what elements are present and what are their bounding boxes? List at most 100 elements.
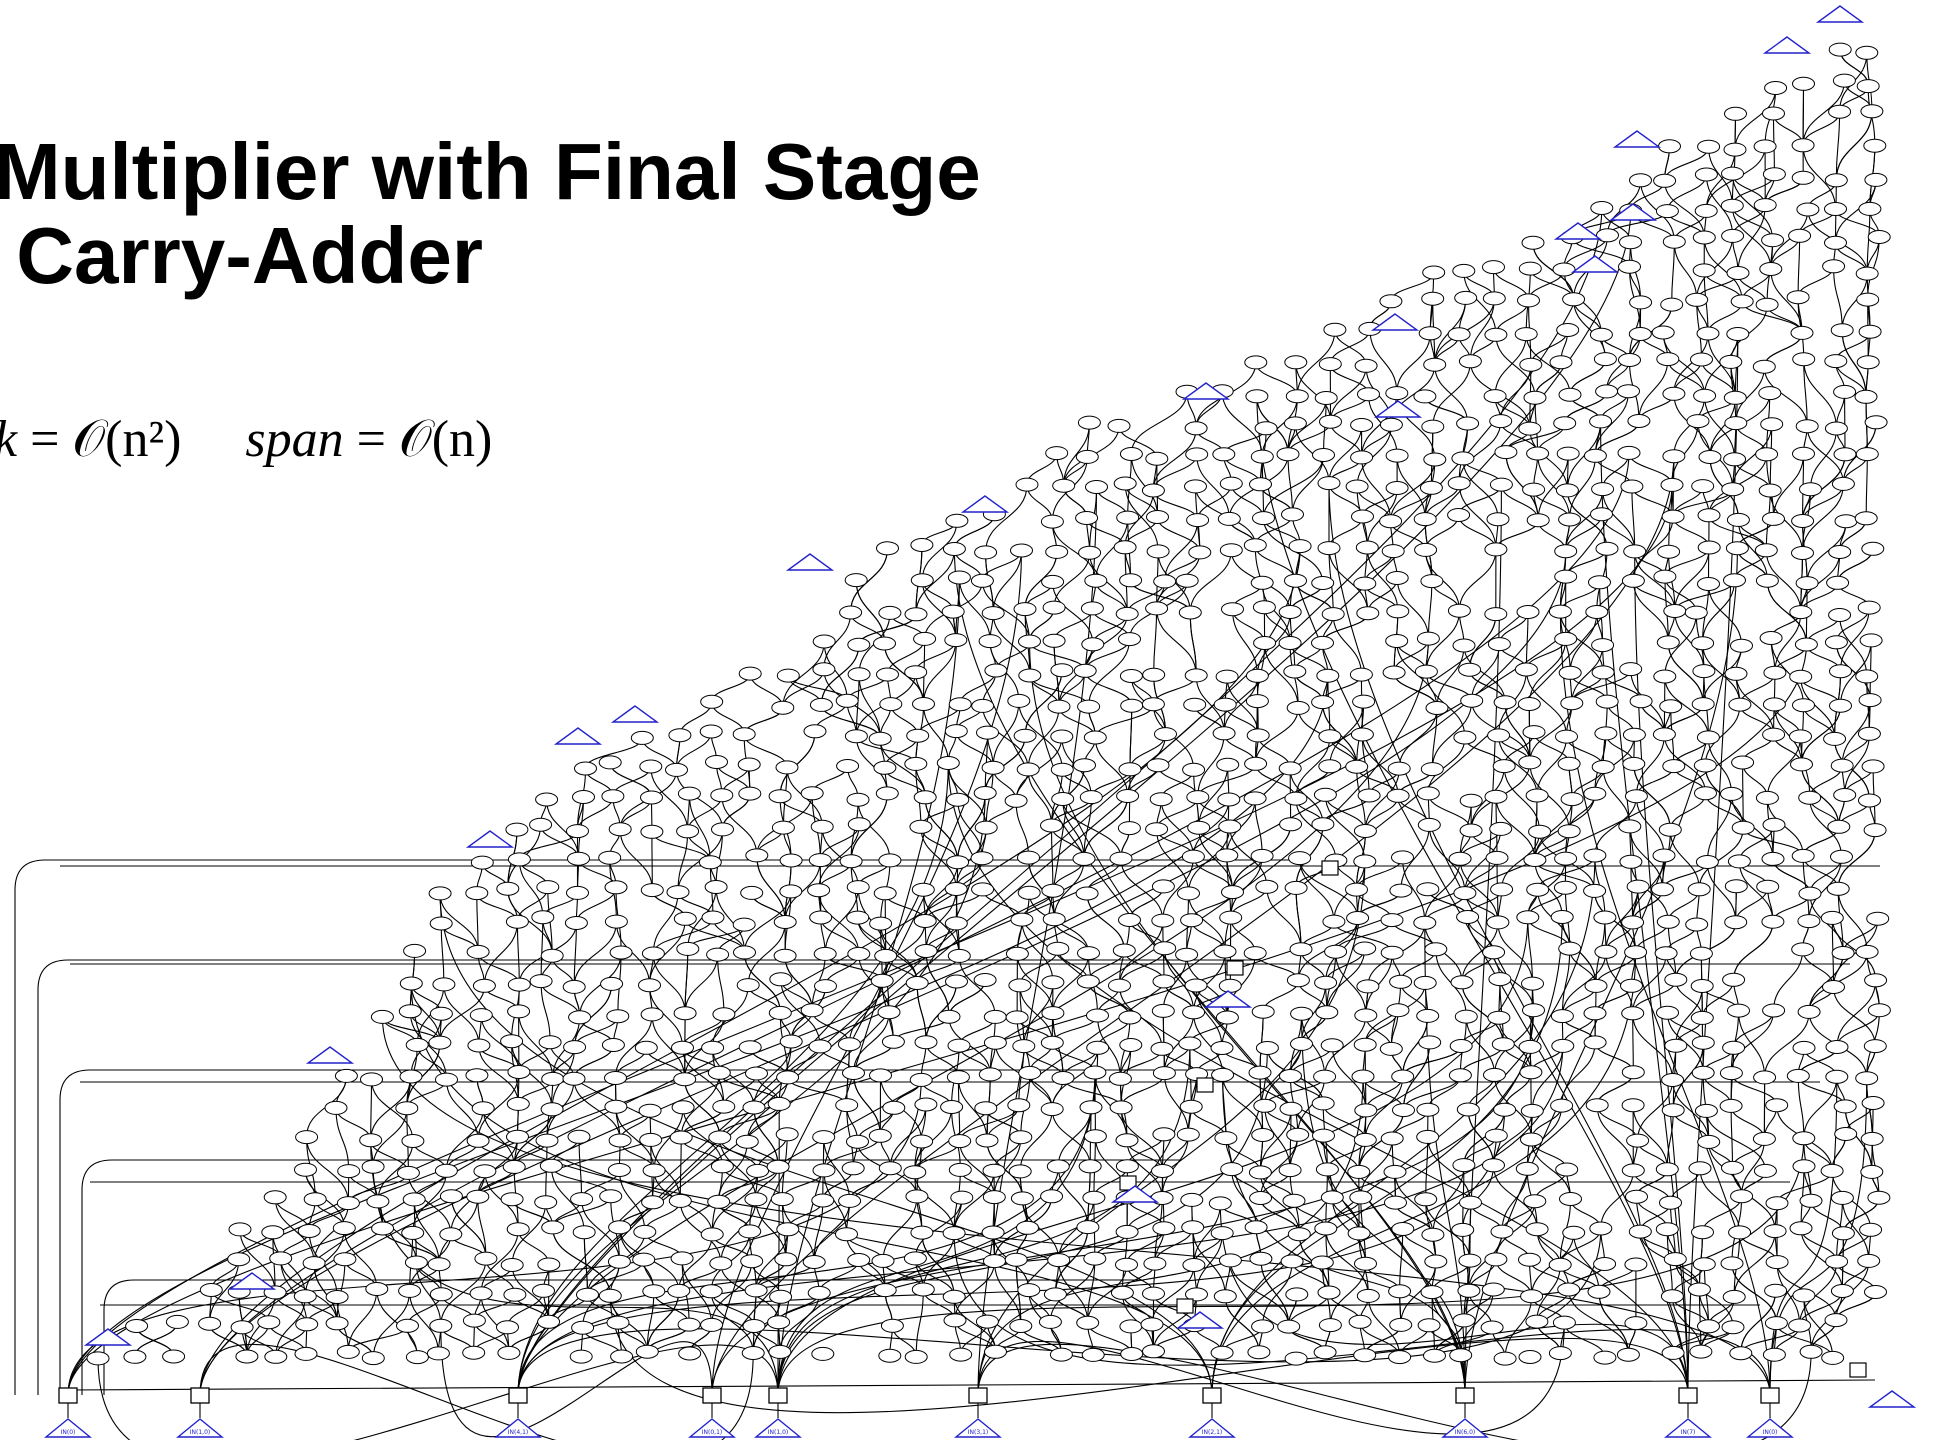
graph-node [701, 695, 723, 708]
graph-node [984, 1010, 1006, 1023]
graph-node [567, 825, 589, 838]
graph-node [1652, 326, 1674, 339]
graph-node [1830, 665, 1852, 678]
graph-node [946, 514, 968, 527]
graph-node [1485, 608, 1507, 621]
graph-node [404, 944, 426, 957]
graph-node [362, 1352, 384, 1365]
graph-node [1659, 140, 1681, 153]
graph-node [1252, 1320, 1274, 1333]
graph-node [1654, 174, 1676, 187]
graph-node [1188, 821, 1210, 834]
graph-node [1829, 105, 1851, 118]
graph-node [1621, 979, 1643, 992]
graph-node [1287, 1128, 1309, 1141]
graph-node [335, 1069, 357, 1082]
graph-node [1449, 852, 1471, 865]
graph-node [601, 977, 623, 990]
graph-node [709, 1131, 731, 1144]
graph-node [803, 1256, 825, 1269]
graph-node [670, 1131, 692, 1144]
graph-node [941, 1101, 963, 1114]
graph-node [1011, 544, 1033, 557]
graph-node [1185, 979, 1207, 992]
graph-node [1563, 293, 1585, 306]
graph-node [542, 1221, 564, 1234]
graph-node [949, 698, 971, 711]
graph-node [801, 787, 823, 800]
graph-node [839, 1194, 861, 1207]
graph-node [1835, 1128, 1857, 1141]
graph-node [1590, 328, 1612, 341]
graph-node [739, 1225, 761, 1238]
graph-node [228, 1253, 250, 1266]
graph-edge [1804, 359, 1837, 428]
graph-node [1557, 447, 1579, 460]
graph-node [1619, 260, 1641, 273]
graph-node [1792, 515, 1814, 528]
graph-node [945, 883, 967, 896]
graph-node [1010, 1131, 1032, 1144]
graph-node [1051, 664, 1073, 677]
graph-node [671, 1252, 693, 1265]
graph-node [1076, 512, 1098, 525]
graph-node [905, 1350, 927, 1363]
graph-node [1559, 388, 1581, 401]
graph-edge [1528, 917, 1533, 983]
graph-node [879, 1349, 901, 1362]
graph-node [1381, 1132, 1403, 1145]
graph-node [1763, 512, 1785, 525]
graph-node [874, 761, 896, 774]
graph-node [1121, 699, 1143, 712]
graph-node [573, 791, 595, 804]
graph-node [1755, 544, 1777, 557]
graph-node [304, 1193, 326, 1206]
graph-node [1285, 1352, 1307, 1365]
graph-node [533, 1284, 555, 1297]
graph-node [1696, 856, 1718, 869]
graph-node [633, 1253, 655, 1266]
graph-node [231, 1321, 253, 1334]
graph-node [609, 1134, 631, 1147]
graph-node [565, 917, 587, 930]
graph-node [950, 1348, 972, 1361]
graph-node [1584, 884, 1606, 897]
graph-node [1855, 390, 1877, 403]
graph-node [609, 1221, 631, 1234]
graph-edge [1731, 1106, 1732, 1168]
graph-node [739, 787, 761, 800]
graph-node [475, 1252, 497, 1265]
graph-node [1019, 635, 1041, 648]
graph-node [1519, 422, 1541, 435]
graph-node [1387, 1004, 1409, 1017]
graph-node [1351, 419, 1373, 432]
graph-node [1392, 1070, 1414, 1083]
graph-node [1319, 1319, 1341, 1332]
graph-node [1485, 1129, 1507, 1142]
graph-node [1251, 576, 1273, 589]
graph-node [1858, 1254, 1880, 1267]
graph-node [1687, 415, 1709, 428]
graph-node [1458, 1284, 1480, 1297]
graph-node [403, 1193, 425, 1206]
graph-node [1041, 1190, 1063, 1203]
graph-node [1484, 1068, 1506, 1081]
graph-edge [371, 1079, 372, 1140]
graph-node [1182, 1221, 1204, 1234]
graph-node [810, 698, 832, 711]
graph-node [1448, 328, 1470, 341]
graph-node [847, 911, 869, 924]
graph-node [602, 1039, 624, 1052]
graph-node [874, 637, 896, 650]
graph-node [904, 1166, 926, 1179]
graph-node [1561, 697, 1583, 710]
graph-node [1073, 852, 1095, 865]
graph-node [770, 973, 792, 986]
graph-node [1143, 668, 1165, 681]
graph-node [542, 1072, 564, 1085]
graph-node [1825, 236, 1847, 249]
graph-node [1077, 975, 1099, 988]
graph-node [436, 1073, 458, 1086]
graph-node [1692, 1036, 1714, 1049]
